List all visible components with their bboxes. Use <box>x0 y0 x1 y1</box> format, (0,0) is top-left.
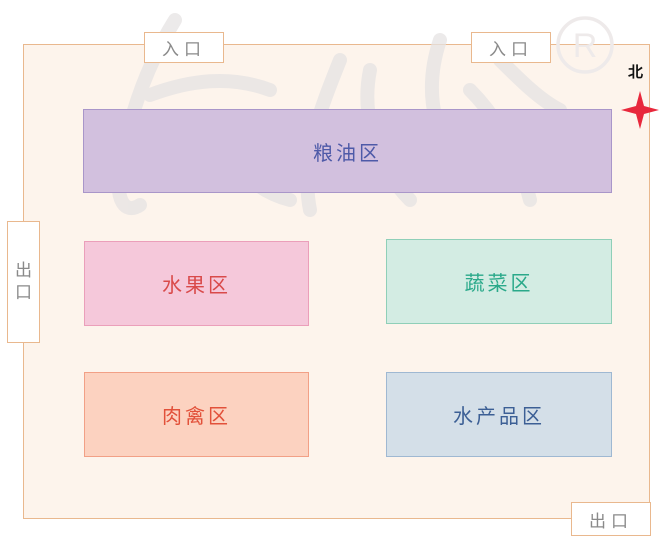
zone-vegetable-label: 蔬菜区 <box>464 271 534 295</box>
zone-fruit-label: 水果区 <box>162 273 231 297</box>
zone-grain-oil: 粮油区 <box>83 109 612 193</box>
exit-south: 出口 <box>571 502 651 536</box>
zone-fruit: 水果区 <box>84 241 309 326</box>
zone-grain-oil-label: 粮油区 <box>313 140 382 165</box>
exit-west-label-char-2: 口 <box>15 283 32 303</box>
entrance-east-label: 入口 <box>489 40 533 60</box>
exit-west-label-char-1: 出 <box>15 261 32 281</box>
zone-seafood: 水产品区 <box>386 372 612 457</box>
zone-meat-poultry: 肉禽区 <box>84 372 309 457</box>
exit-west: 出 口 <box>7 221 40 343</box>
entrance-west: 入口 <box>144 32 224 63</box>
north-star-icon <box>621 91 659 129</box>
entrance-east: 入口 <box>471 32 551 63</box>
entrance-west-label: 入口 <box>162 40 206 60</box>
zone-meat-poultry-label: 肉禽区 <box>162 404 231 428</box>
zone-vegetable: 蔬菜区 <box>386 239 612 324</box>
north-label: 北 <box>628 63 644 81</box>
exit-south-label: 出口 <box>589 511 633 532</box>
zone-seafood-label: 水产品区 <box>453 404 545 428</box>
